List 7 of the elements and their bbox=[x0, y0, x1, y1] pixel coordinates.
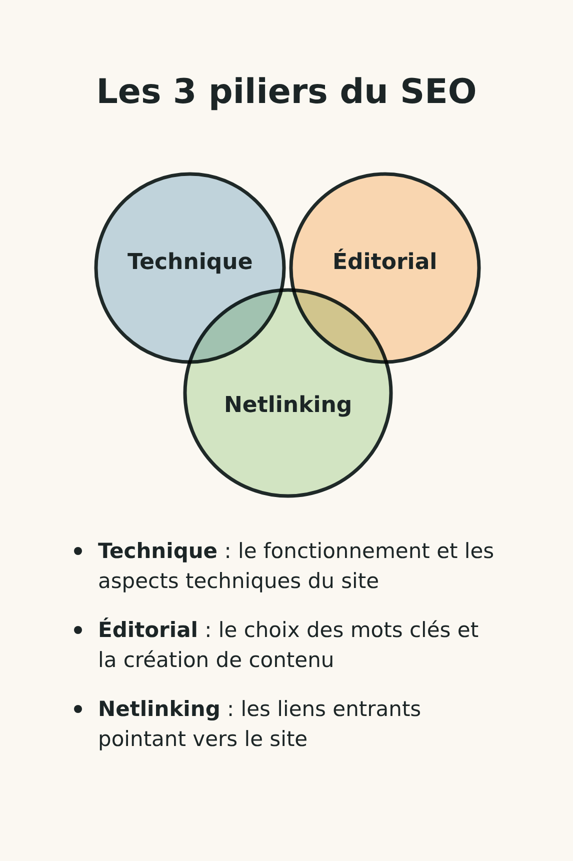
circle-label: Éditorial bbox=[332, 250, 438, 275]
bullet-text: Éditorial : le choix des mots clés et la création de contenu bbox=[98, 616, 480, 674]
title: Les 3 piliers du SEO bbox=[95, 72, 478, 112]
circle-label: Technique bbox=[128, 250, 253, 275]
bullet-text: Netlinking : les liens entrants pointant vers le site bbox=[98, 696, 422, 753]
circle-label: Netlinking bbox=[224, 393, 352, 418]
bullet-text: Technique : le fonctionnement et les aspects techniques du site bbox=[98, 538, 496, 595]
